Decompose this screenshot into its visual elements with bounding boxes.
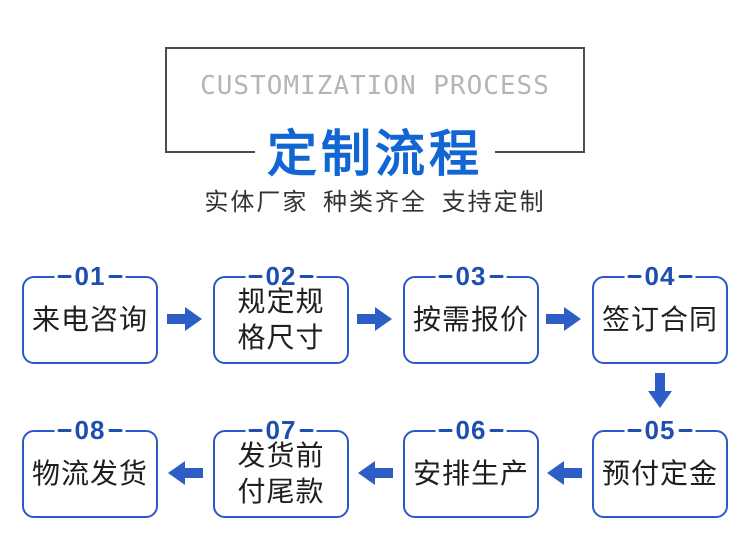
step-number-badge: 07 xyxy=(245,415,317,445)
arrow-right-icon xyxy=(167,306,203,332)
step-number-badge: 06 xyxy=(435,415,507,445)
dash-right xyxy=(299,274,314,278)
step-number-badge: 02 xyxy=(245,261,317,291)
dash-right xyxy=(489,428,504,432)
step-label: 签订合同 xyxy=(601,304,718,335)
step-box-06: 06 安排生产 xyxy=(403,417,539,518)
step-label: 来电咨询 xyxy=(31,304,148,335)
arrow-left-icon xyxy=(357,460,393,486)
step-box-07: 07 发货前 付尾款 xyxy=(213,417,349,518)
title-english: CUSTOMIZATION PROCESS xyxy=(200,71,550,101)
arrow-right-icon xyxy=(546,306,582,332)
step-number: 08 xyxy=(74,415,106,445)
dash-left xyxy=(248,274,263,278)
step-number-badge: 05 xyxy=(624,415,696,445)
dash-right xyxy=(489,274,504,278)
step-number: 02 xyxy=(265,261,297,291)
step-number-badge: 03 xyxy=(435,261,507,291)
step-number-badge: 08 xyxy=(54,415,126,445)
arrow-down-icon xyxy=(647,373,673,409)
step-label: 安排生产 xyxy=(412,458,529,489)
step-box-08: 08 物流发货 xyxy=(22,417,158,518)
step-label: 规定规 格尺寸 xyxy=(237,286,325,353)
arrow-right-icon xyxy=(357,306,393,332)
subtitle: 实体厂家 种类齐全 支持定制 xyxy=(204,189,546,216)
step-label: 按需报价 xyxy=(412,304,529,335)
dash-left xyxy=(57,274,72,278)
step-box-04: 04 签订合同 xyxy=(592,263,728,364)
dash-left xyxy=(438,274,453,278)
step-number: 01 xyxy=(74,261,106,291)
step-number: 07 xyxy=(265,415,297,445)
dash-right xyxy=(108,274,123,278)
step-number: 05 xyxy=(644,415,676,445)
step-label: 发货前 付尾款 xyxy=(237,440,325,507)
step-number: 03 xyxy=(455,261,487,291)
dash-left xyxy=(438,428,453,432)
dash-right xyxy=(299,428,314,432)
dash-left xyxy=(57,428,72,432)
step-number: 06 xyxy=(455,415,487,445)
arrow-left-icon xyxy=(546,460,582,486)
dash-right xyxy=(108,428,123,432)
step-box-05: 05 预付定金 xyxy=(592,417,728,518)
step-number-badge: 04 xyxy=(624,261,696,291)
arrow-left-icon xyxy=(167,460,203,486)
step-box-01: 01 来电咨询 xyxy=(22,263,158,364)
step-box-02: 02 规定规 格尺寸 xyxy=(213,263,349,364)
dash-right xyxy=(678,274,693,278)
dash-left xyxy=(248,428,263,432)
step-label: 预付定金 xyxy=(601,458,718,489)
dash-left xyxy=(627,428,642,432)
step-label: 物流发货 xyxy=(31,458,148,489)
step-box-03: 03 按需报价 xyxy=(403,263,539,364)
page-title: 定制流程 xyxy=(255,114,495,186)
dash-left xyxy=(627,274,642,278)
step-number-badge: 01 xyxy=(54,261,126,291)
step-number: 04 xyxy=(644,261,676,291)
dash-right xyxy=(678,428,693,432)
